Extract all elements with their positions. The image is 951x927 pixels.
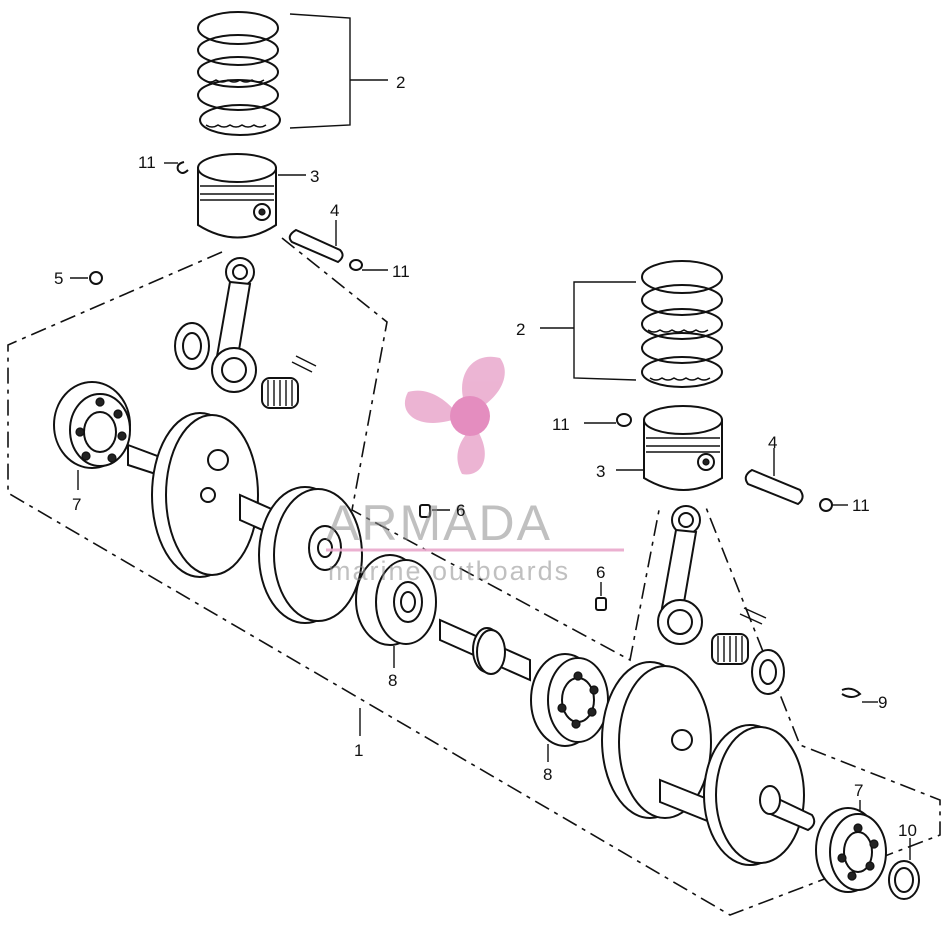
circlip-right-mid <box>584 413 632 427</box>
ball-bearing-right <box>815 800 887 893</box>
piston-rings-upper <box>197 11 388 136</box>
piston-pin-upper <box>288 220 344 264</box>
watermark-subtitle: marine outboards <box>328 556 570 586</box>
woodruff-key-lower <box>595 582 607 611</box>
callout-labels: 1 2 2 3 3 4 4 5 6 6 7 7 8 8 9 10 11 11 1… <box>54 73 917 840</box>
callout-1: 1 <box>354 741 363 760</box>
circlip-upper-left <box>164 161 189 174</box>
callout-7-left: 7 <box>72 495 81 514</box>
thrust-washer-upper <box>174 322 210 370</box>
callout-8-left: 8 <box>388 671 397 690</box>
piston-pin-right <box>744 448 804 506</box>
needle-bearing-upper <box>261 355 317 409</box>
circlip-right <box>819 498 848 512</box>
center-bearing-right <box>530 653 609 762</box>
callout-8-right: 8 <box>543 765 552 784</box>
crankshaft-right-section <box>601 661 816 866</box>
dowel-pin <box>70 271 103 285</box>
circlip-crankshaft <box>888 838 920 900</box>
piston-upper <box>197 153 306 239</box>
assembly-outline <box>7 237 941 916</box>
callout-2-top: 2 <box>396 73 405 92</box>
circlip-upper-right <box>349 259 388 271</box>
callout-11-top-left: 11 <box>138 153 156 172</box>
callout-10: 10 <box>898 821 917 840</box>
needle-bearing-right <box>711 607 767 665</box>
callout-11-top-right: 11 <box>392 262 410 281</box>
woodruff-key-upper <box>419 504 450 518</box>
callout-7-right: 7 <box>854 781 863 800</box>
callout-6-lower: 6 <box>596 563 605 582</box>
center-bearing-left <box>355 554 437 668</box>
callout-5: 5 <box>54 269 63 288</box>
ball-bearing-left <box>53 381 131 490</box>
callout-4-top: 4 <box>330 201 339 220</box>
center-shaft-gear <box>439 618 531 682</box>
callout-2-right: 2 <box>516 320 525 339</box>
callout-11-mid: 11 <box>552 415 570 434</box>
propeller-logo-icon <box>404 356 505 475</box>
piston-rings-right <box>540 260 723 388</box>
watermark-title: ARMADA <box>326 495 552 551</box>
piston-right <box>616 405 723 491</box>
callout-9: 9 <box>878 693 887 712</box>
callout-6-upper: 6 <box>456 501 465 520</box>
snap-ring-small <box>841 687 878 703</box>
crankshaft-left-section <box>127 412 363 624</box>
callout-3-top: 3 <box>310 167 319 186</box>
connecting-rod-right <box>657 505 703 645</box>
callout-3-right: 3 <box>596 462 605 481</box>
thrust-washer-right <box>751 649 785 695</box>
connecting-rod-upper <box>211 257 257 393</box>
callout-11-right: 11 <box>852 496 870 515</box>
callout-4-right: 4 <box>768 433 777 452</box>
